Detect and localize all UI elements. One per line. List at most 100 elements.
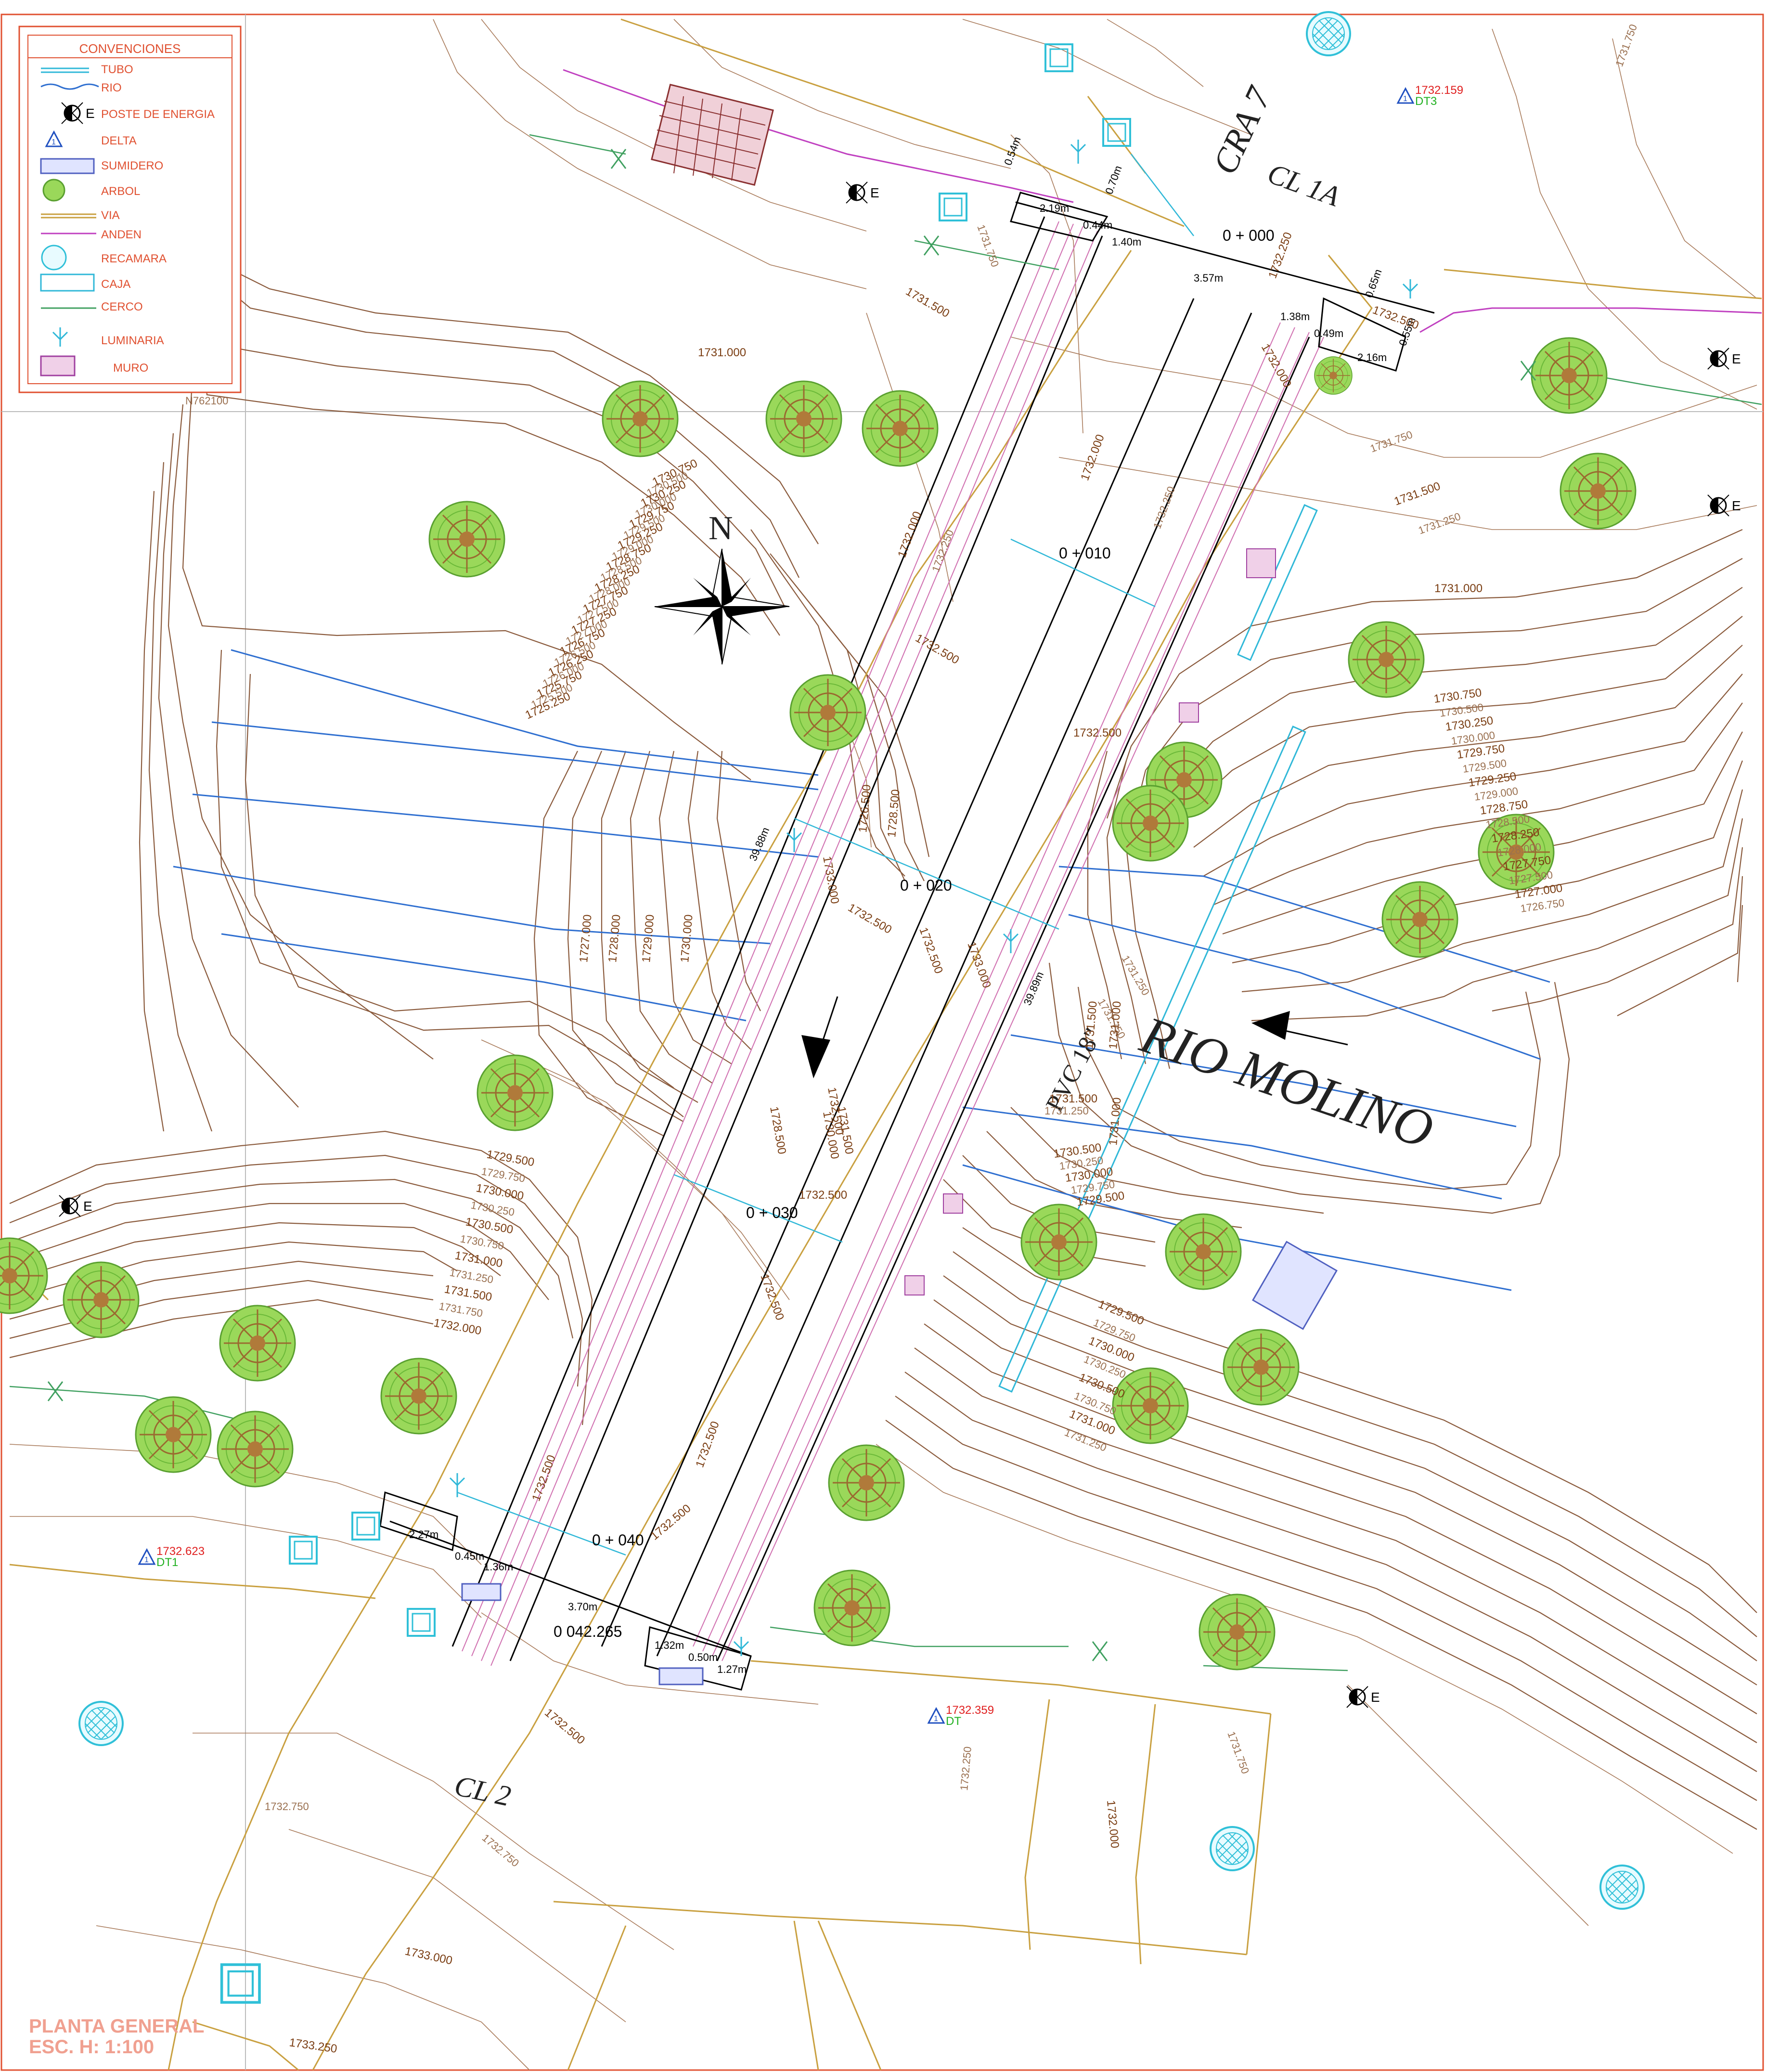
contour-label: 1730.250 xyxy=(470,1199,516,1218)
legend-label: VIA xyxy=(101,209,120,222)
contour-label: 1731.000 xyxy=(1434,582,1482,595)
legend-label: MURO xyxy=(113,362,148,375)
contour-label: 1732.250 xyxy=(1151,485,1177,531)
legend-label: RECAMARA xyxy=(101,252,167,265)
contour-label: 1731.000 xyxy=(454,1249,503,1270)
street-cl1a: CL 1A xyxy=(1263,157,1344,213)
north-arrow: N xyxy=(654,510,790,665)
dim-label: 0.50m xyxy=(688,1651,718,1663)
contour-labels-sw: 1729.5001729.7501730.0001730.2501730.500… xyxy=(433,1148,535,1337)
legend-label: ANDEN xyxy=(101,228,142,241)
dim-label: 1.36m xyxy=(484,1561,513,1573)
contour-label: 1731.750 xyxy=(438,1300,484,1320)
contour-labels-misc: 1731.000 1731.500 1731.750 1732.250 1732… xyxy=(265,23,1639,2056)
station-axis xyxy=(457,154,1318,1556)
contour-label: 1732.000 xyxy=(895,510,924,559)
contour-label: 1732.000 xyxy=(433,1316,482,1337)
contours-southwest xyxy=(9,1130,819,2071)
dim-label: 3.70m xyxy=(568,1601,597,1613)
dim-label: 3.57m xyxy=(1194,272,1223,284)
contour-labels-west: 1730.7501730.5001730.2501730.0001729.750… xyxy=(523,457,699,722)
delta-id: DT1 xyxy=(156,1556,178,1569)
dim-label: 0.54m xyxy=(1002,135,1023,167)
contour-label: 1732.500 xyxy=(916,926,945,975)
legend-label: POSTE DE ENERGIA xyxy=(101,108,215,121)
contours-north xyxy=(433,19,1252,602)
dimension-labels: 0.54m 2.19m 0.70m 0.44m 1.40m 3.57m 1.38… xyxy=(409,135,1418,1675)
legend-label: TUBO xyxy=(101,63,133,76)
dim-label: 2.19m xyxy=(1040,202,1069,214)
contour-label: 1726.500 xyxy=(856,784,874,833)
dim-label: 1.32m xyxy=(655,1639,684,1651)
contour-label: 1730.750 xyxy=(459,1232,505,1252)
muro-elements xyxy=(651,83,1276,1295)
drawing-title: PLANTA GENERAL xyxy=(29,2016,204,2037)
contour-label: 1730.000 xyxy=(475,1181,525,1203)
contour-label: 1732.750 xyxy=(480,1832,521,1869)
anden-lines xyxy=(563,69,1762,333)
north-label: N xyxy=(709,510,733,547)
dim-label: 0.70m xyxy=(1103,164,1124,196)
contour-label: 1732.000 xyxy=(1078,433,1107,482)
legend-title: CONVENCIONES xyxy=(79,41,181,56)
contour-label: 1731.500 xyxy=(1049,1092,1097,1105)
contour-label: 1728.000 xyxy=(606,914,623,963)
contours-southeast xyxy=(876,28,1757,1926)
contour-label: 1731.250 xyxy=(449,1266,494,1286)
station-label: 0 + 000 xyxy=(1223,227,1275,244)
contour-label: 1730.000 xyxy=(678,914,696,963)
cerco-lines xyxy=(9,134,1762,1671)
dim-label: 39.88m xyxy=(747,826,772,863)
sheet-frame xyxy=(0,13,1764,2071)
drawing-scale: ESC. H: 1:100 xyxy=(29,2036,154,2058)
contour-label: 1731.750 xyxy=(1368,428,1414,455)
contour-label: 1731.500 xyxy=(443,1282,493,1304)
station-label: 0 + 010 xyxy=(1059,544,1111,562)
dim-label: 0.65m xyxy=(1363,268,1384,299)
station-label: 0 + 040 xyxy=(592,1531,644,1549)
dim-label: 39.89m xyxy=(1021,970,1046,1007)
legend-label: CAJA xyxy=(101,278,130,291)
contour-label: 1731.000 xyxy=(1107,1097,1124,1146)
contour-label: 1731.500 xyxy=(903,285,952,320)
delta-id: DT xyxy=(946,1715,961,1728)
dim-label: 1.38m xyxy=(1280,311,1310,323)
delta-elevation: 1732.159 xyxy=(1415,84,1463,97)
flow-arrows xyxy=(801,996,1348,1078)
station-label: 0 + 030 xyxy=(746,1204,798,1221)
cerco-cross-marks xyxy=(47,149,1536,1661)
contour-label: 1729.500 xyxy=(486,1148,535,1169)
contour-label: 1729.000 xyxy=(640,914,657,963)
dim-label: 2.16m xyxy=(1357,351,1387,363)
dim-label: 0.44m xyxy=(1083,219,1112,231)
station-label: 0 + 020 xyxy=(900,877,952,894)
delta-elevation: 1732.623 xyxy=(156,1545,205,1558)
delta-elevation: 1732.359 xyxy=(946,1704,994,1717)
contour-label: 1727.000 xyxy=(577,914,594,963)
legend-label: RIO xyxy=(101,81,122,94)
legend-icons xyxy=(40,67,99,376)
contour-label: 1728.500 xyxy=(885,789,902,838)
contour-label: 1732.750 xyxy=(265,1800,309,1813)
dim-label: 0.45m xyxy=(455,1550,484,1562)
contour-label: 1728.500 xyxy=(767,1105,788,1155)
street-cl2: CL 2 xyxy=(452,1770,514,1813)
culvert-pink-lines xyxy=(462,221,1324,1666)
contour-label: 1732.000 xyxy=(1259,342,1294,390)
dim-label: 2.27m xyxy=(409,1528,438,1541)
contours-east xyxy=(1048,529,1743,1214)
contour-label: 1732.500 xyxy=(799,1189,847,1202)
contour-label: 1731.750 xyxy=(975,223,1001,269)
contour-label: 1732.500 xyxy=(846,901,894,936)
legend-label: SUMIDERO xyxy=(101,159,163,172)
contour-label: 1732.500 xyxy=(542,1706,587,1747)
contour-label: 1733.000 xyxy=(404,1944,454,1967)
contour-label: 1731.750 xyxy=(1613,23,1639,68)
sumidero-icons xyxy=(461,1241,1338,1685)
contour-label: 1729.750 xyxy=(480,1165,526,1185)
legend: CONVENCIONES TUBO RIO POSTE DE ENERGIA D… xyxy=(18,26,242,393)
via-lines xyxy=(9,18,1762,2071)
street-cra7: CRA 7 xyxy=(1205,80,1279,180)
